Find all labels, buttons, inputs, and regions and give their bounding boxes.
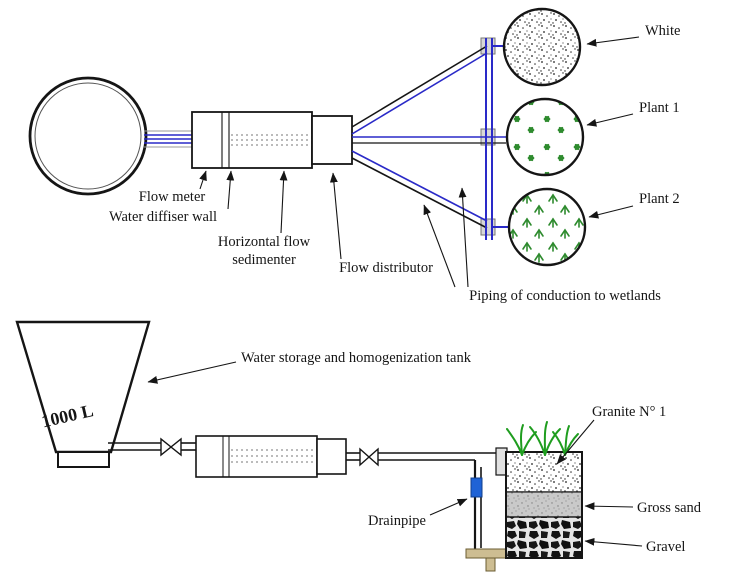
arrow-cell-plant1: [586, 113, 634, 127]
transfer-pipe: [346, 452, 497, 551]
outlet-pipe: [465, 548, 512, 572]
storage-tank-foot: [57, 451, 110, 468]
wetland-bed: [505, 451, 583, 559]
gravel-layer: [505, 516, 583, 559]
label-flow-meter: Flow meter: [139, 189, 206, 205]
label-cell-plant2: Plant 2: [639, 191, 680, 207]
label-flow-distributor: Flow distributor: [339, 260, 433, 276]
label-cell-plant1: Plant 1: [639, 100, 680, 116]
flow-lines: [231, 134, 312, 146]
granite-layer: [505, 451, 583, 493]
arrow-piping-2: [458, 187, 469, 288]
storage-tank: 1000 L: [15, 320, 151, 468]
bottom-labels: Water storage and homogenization tank Dr…: [147, 350, 702, 555]
storage-tank-body: [15, 320, 151, 454]
valve-1: [160, 437, 182, 457]
label-granite: Granite N° 1: [592, 404, 666, 420]
arrow-drainpipe: [429, 498, 468, 516]
arrow-flow-distributor: [329, 172, 342, 260]
arrow-diffuser-wall: [226, 170, 235, 210]
arrow-sedimenter: [279, 170, 288, 234]
wetland-plants: [506, 421, 579, 456]
arrow-storage-tank: [147, 361, 237, 384]
label-diffuser-wall: Water diffiser wall: [109, 209, 217, 225]
arrow-granite: [556, 419, 595, 465]
influent-tank-outline: [28, 76, 148, 196]
arrow-gross-sand: [584, 502, 634, 511]
flow-lines-2: [231, 449, 317, 463]
label-sedimenter-line2: sedimenter: [232, 252, 296, 268]
label-gravel: Gravel: [646, 539, 685, 555]
sand-layer: [505, 491, 583, 518]
influent-tank: [28, 76, 148, 196]
label-piping: Piping of conduction to wetlands: [469, 288, 661, 304]
inlet-pipes: [144, 130, 192, 148]
wetland-cell-plant2: [507, 187, 587, 267]
arrow-cell-white: [586, 36, 640, 47]
label-storage-tank: Water storage and homogenization tank: [241, 350, 472, 366]
label-gross-sand: Gross sand: [637, 500, 702, 516]
flow-distributor-box-2: [316, 438, 347, 475]
flow-distributor-box: [311, 115, 353, 165]
drainpipe-fitting: [470, 477, 483, 498]
wetland-cell-plant1: [505, 97, 585, 177]
valve-2: [359, 447, 379, 467]
top-labels: Flow meter Water diffiser wall Horizonta…: [109, 23, 680, 304]
label-cell-white: White: [645, 23, 680, 39]
arrow-piping-1: [423, 204, 456, 288]
label-sedimenter-line1: Horizontal flow: [218, 234, 311, 250]
arrow-gravel: [584, 537, 643, 547]
wetland-cell-white: [502, 7, 582, 87]
arrow-flow-meter: [199, 170, 207, 190]
arrow-cell-plant2: [588, 205, 634, 219]
influent-tank-inner-rim: [34, 82, 142, 190]
sedimenter-unit-2: [195, 435, 347, 478]
tank-outlet-pipe: [108, 442, 196, 451]
sedimenter-unit: [191, 111, 353, 169]
distribution-pipes: [351, 37, 510, 240]
label-drainpipe: Drainpipe: [368, 513, 426, 529]
